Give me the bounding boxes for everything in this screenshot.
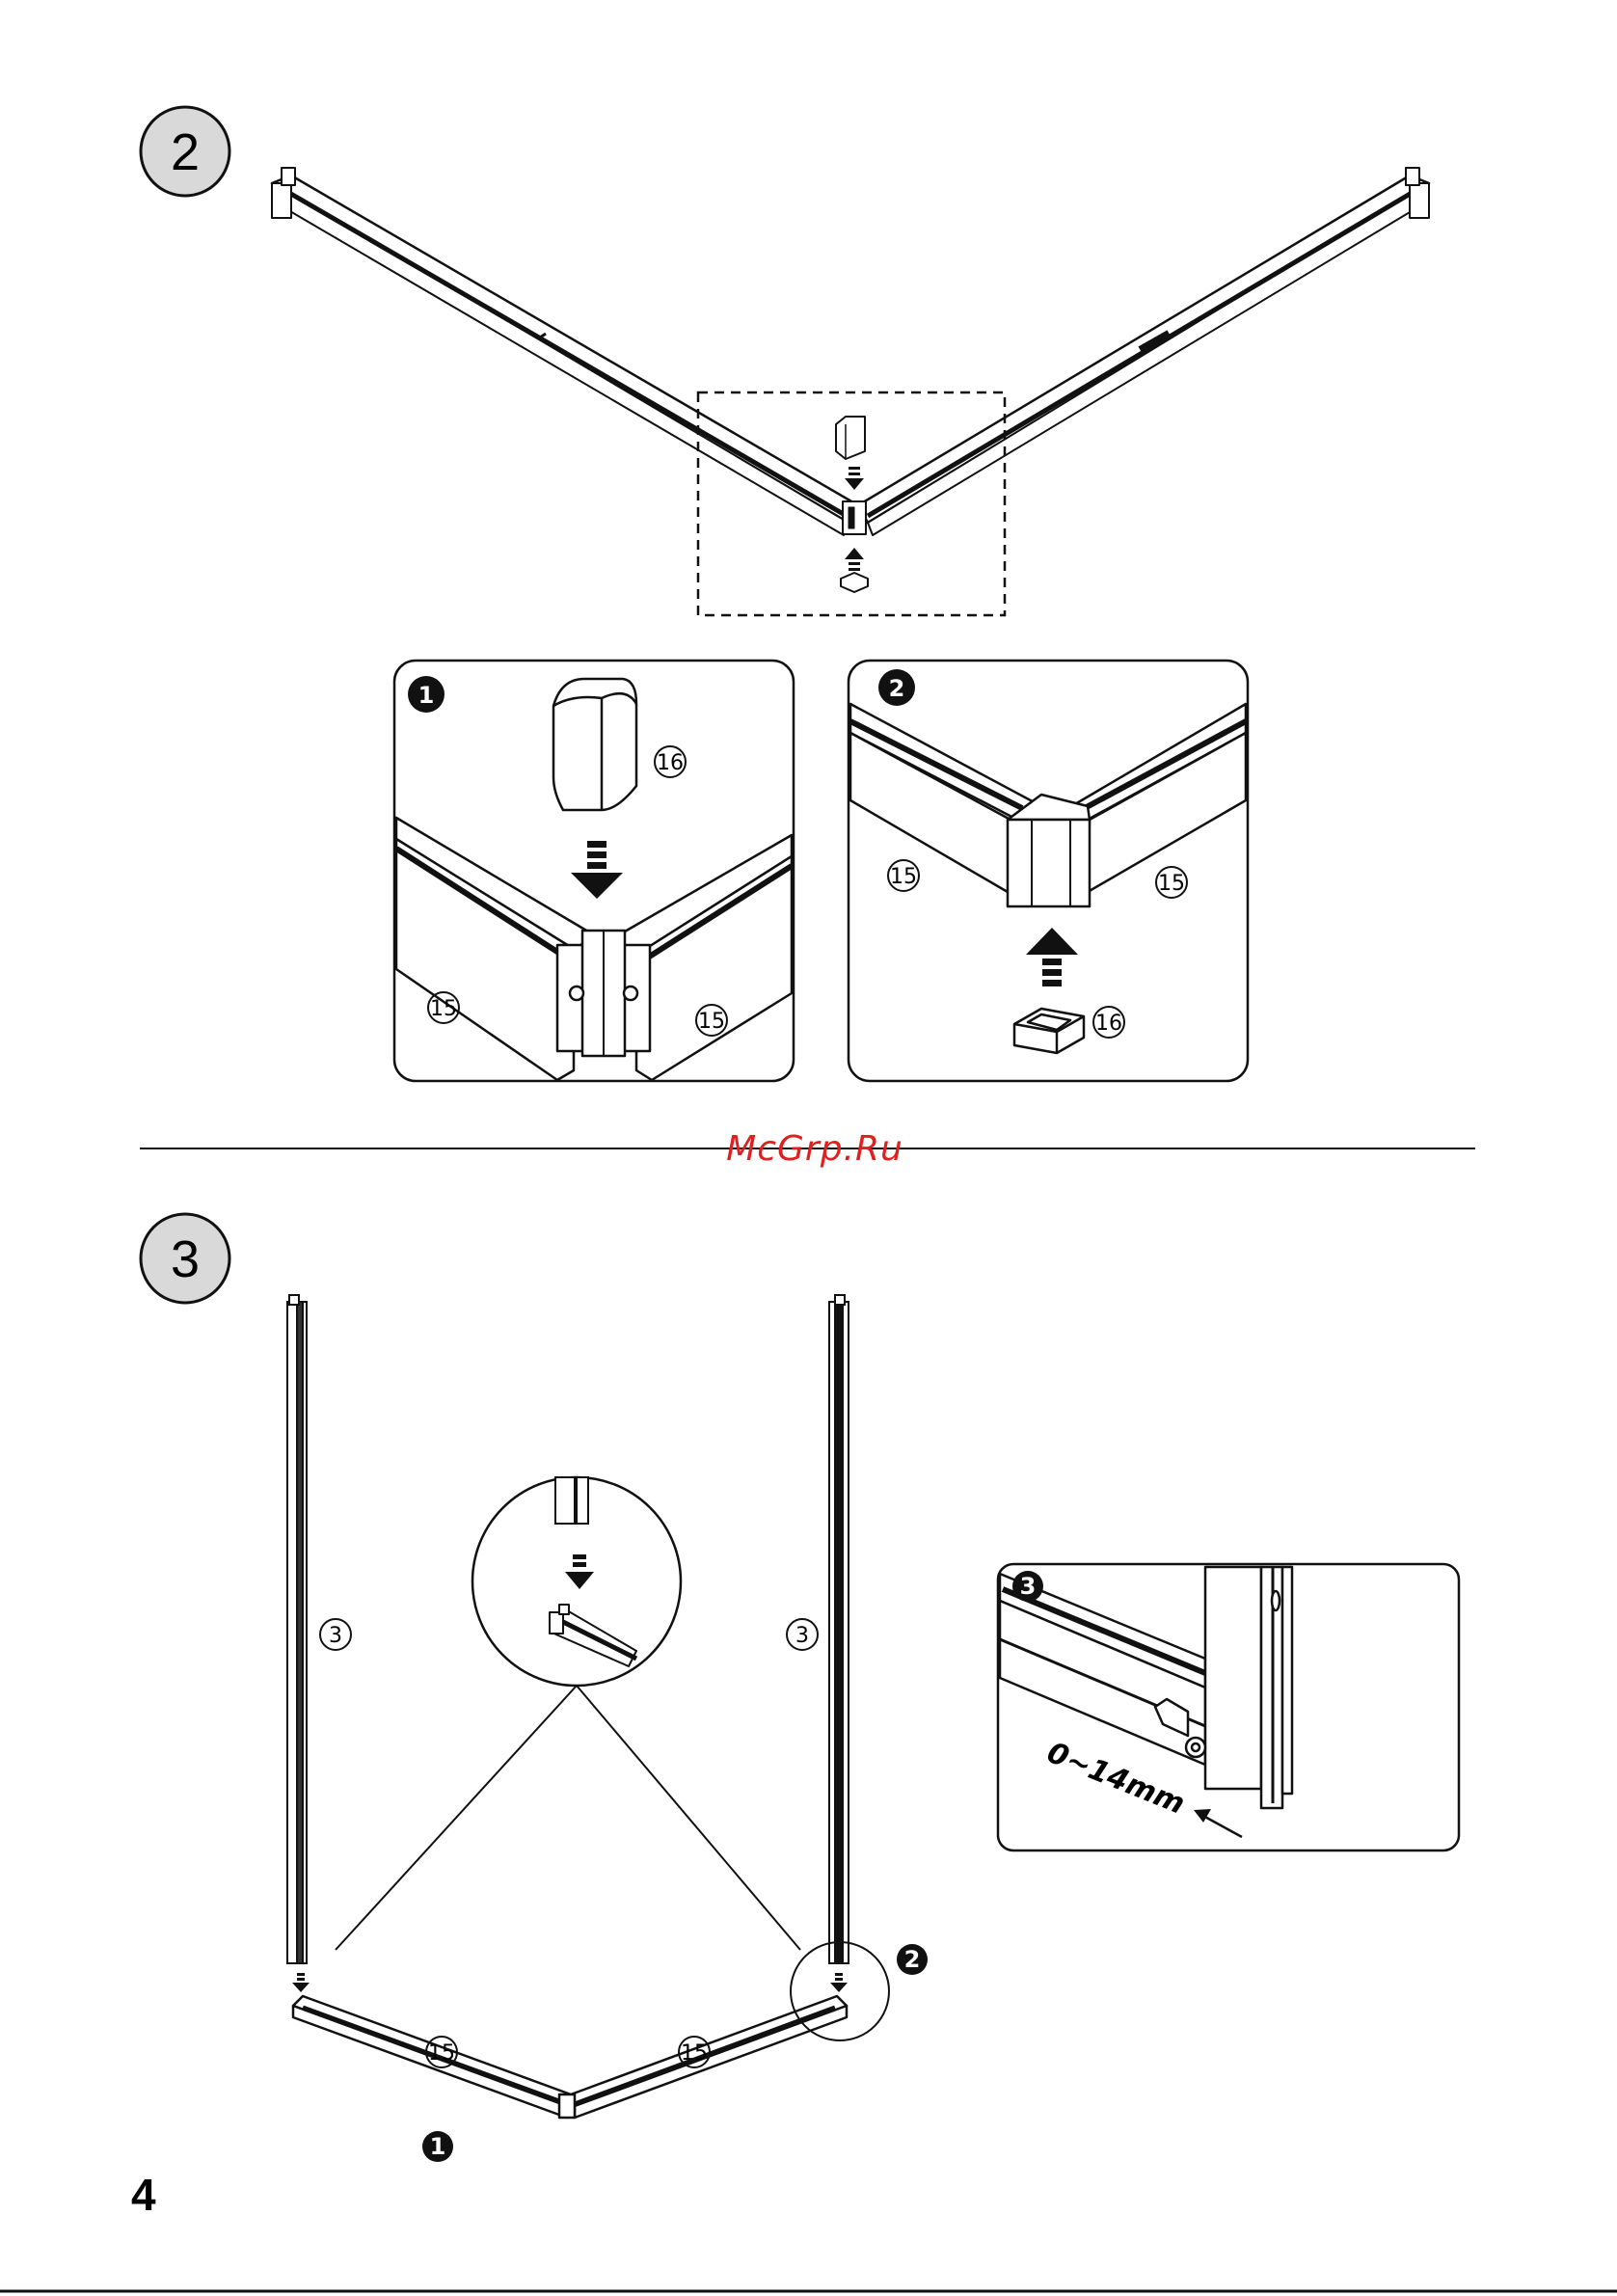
step-2-number: 2 (171, 123, 200, 181)
detail-1-badge: 1 (408, 676, 445, 713)
svg-text:2: 2 (904, 1946, 921, 1973)
base-right-label: 15 (679, 2037, 710, 2067)
part-15-label-left-a: 15 (428, 992, 459, 1023)
detail-3-number: 3 (1020, 1573, 1037, 1600)
detail-2-badge: 2 (878, 669, 915, 706)
step-2-frame-illustration (272, 168, 1429, 592)
profile-right-label: 3 (787, 1619, 818, 1650)
small-up-arrow-icon (845, 548, 864, 571)
step-3-number: 3 (171, 1230, 200, 1288)
part-15-label-right-b: 15 (1156, 867, 1187, 898)
profile-right (829, 1295, 849, 1963)
svg-text:15: 15 (428, 2041, 455, 2066)
svg-text:15: 15 (698, 1010, 725, 1034)
svg-text:15: 15 (681, 2041, 708, 2066)
svg-text:15: 15 (430, 997, 457, 1021)
profile-left (287, 1295, 307, 1963)
detail-panel-2: 2 15 15 16 (849, 661, 1248, 1081)
svg-text:15: 15 (890, 865, 917, 889)
svg-text:16: 16 (657, 751, 684, 775)
svg-text:3: 3 (795, 1624, 809, 1648)
detail-3-badge: 3 (1012, 1571, 1043, 1602)
detail-1-number: 1 (418, 682, 435, 709)
marker-1: 1 (422, 2131, 453, 2162)
part-16-label-b: 16 (1093, 1007, 1124, 1038)
svg-text:3: 3 (329, 1624, 342, 1648)
watermark-text: McGrp.Ru (726, 1129, 903, 1169)
step-2-badge: 2 (141, 107, 229, 196)
small-down-arrow-icon (845, 467, 864, 490)
magnifier-circle (336, 1477, 800, 1950)
corner-cap-part (553, 679, 636, 810)
part-16-label-a: 16 (655, 746, 686, 777)
small-down-arrow-icon-right (830, 1973, 848, 1992)
detail-panel-3: 3 0~14mm (998, 1564, 1459, 1850)
page-number: 4 (131, 2170, 156, 2220)
profile-left-label: 3 (320, 1619, 351, 1650)
base-frame (293, 1996, 847, 2118)
part-15-label-left-b: 15 (888, 860, 919, 891)
base-left-label: 15 (426, 2037, 457, 2067)
svg-text:16: 16 (1095, 1012, 1122, 1036)
step-3-badge: 3 (141, 1214, 229, 1303)
svg-text:15: 15 (1158, 872, 1185, 896)
detail-panel-1: 1 16 (394, 661, 794, 1081)
marker-2: 2 (897, 1944, 928, 1975)
svg-text:1: 1 (430, 2133, 446, 2160)
small-down-arrow-icon-left (292, 1973, 310, 1992)
part-15-label-right-a: 15 (696, 1005, 727, 1036)
detail-2-number: 2 (889, 675, 905, 702)
